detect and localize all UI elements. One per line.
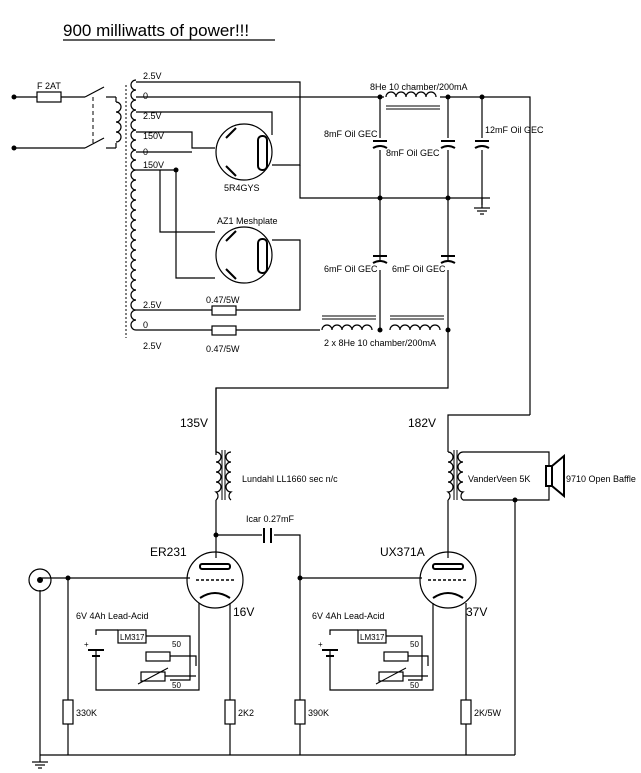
filter-cap — [440, 138, 456, 150]
rectifier-lower-label: AZ1 Meshplate — [217, 216, 278, 226]
stage2-wiring — [300, 414, 550, 755]
schematic-title: 900 milliwatts of power!!! — [63, 21, 249, 40]
regulator — [357, 629, 387, 644]
battery: + — [84, 640, 104, 657]
resistor — [294, 699, 306, 725]
choke-top — [384, 90, 440, 110]
cathode-voltage: 16V — [233, 605, 254, 619]
fuse-label: F 2AT — [37, 81, 61, 91]
tap-label: 0 — [143, 320, 148, 330]
cap-label: 12mF Oil GEC — [485, 125, 544, 135]
speaker-icon — [545, 453, 565, 499]
tube-label: ER231 — [150, 545, 187, 559]
interstage-transformer — [214, 450, 233, 501]
secondary-winding — [130, 79, 137, 331]
battery-label: 6V 4Ah Lead-Acid — [76, 611, 149, 621]
svg-text:+: + — [318, 640, 323, 649]
cathode-voltage: 37V — [466, 605, 487, 619]
b-plus-label: 135V — [180, 416, 208, 430]
ground-symbol — [32, 755, 48, 769]
rectifier-upper-label: 5R4GYS — [224, 183, 260, 193]
regulator — [117, 629, 147, 644]
triode-ux371a — [419, 551, 477, 609]
output-transformer — [446, 450, 465, 501]
coupling-cap — [263, 528, 272, 543]
battery: + — [318, 640, 338, 657]
tap-label: 150V — [143, 160, 164, 170]
resistor — [224, 699, 236, 725]
resistor — [62, 699, 74, 725]
resistor-label: 0.47/5W — [206, 344, 240, 354]
pot-label: 50 — [410, 681, 419, 690]
filter-cap — [372, 255, 388, 264]
tap-label: 2.5V — [143, 111, 162, 121]
tap-label: 2.5V — [143, 300, 162, 310]
svg-text:+: + — [84, 640, 89, 649]
cap-label: 8mF Oil GEC — [324, 129, 378, 139]
regulator-label: LM317 — [360, 633, 385, 642]
resistor — [211, 305, 237, 316]
pot-label: 50 — [172, 640, 181, 649]
tube-label: UX371A — [380, 545, 425, 559]
filter-wiring — [215, 97, 490, 455]
pot-label: 50 — [410, 640, 419, 649]
cap-label: 6mF Oil GEC — [324, 264, 378, 274]
potentiometer — [145, 651, 171, 662]
pot-label: 50 — [172, 681, 181, 690]
triode-er231 — [186, 551, 244, 609]
battery-label: 6V 4Ah Lead-Acid — [312, 611, 385, 621]
resistor — [211, 325, 237, 336]
coupling-cap-label: Icar 0.27mF — [246, 514, 295, 524]
potentiometer — [383, 651, 409, 662]
cap-label: 6mF Oil GEC — [392, 264, 446, 274]
resistor — [460, 699, 472, 725]
resistor-label: 2K/5W — [474, 708, 502, 718]
resistor-label: 0.47/5W — [206, 295, 240, 305]
rectifier-upper — [215, 123, 273, 181]
mains-input — [11, 86, 117, 151]
choke-top-label: 8He 10 chamber/200mA — [370, 82, 468, 92]
regulator-label: LM317 — [120, 633, 145, 642]
primary-winding — [115, 101, 122, 143]
tap-label: 0 — [143, 91, 148, 101]
rectifier-lower — [215, 226, 273, 284]
tap-label: 2.5V — [143, 341, 162, 351]
input-jack[interactable] — [28, 568, 52, 592]
stage1-wiring — [39, 388, 515, 756]
choke-bottom — [320, 315, 444, 337]
tap-label: 2.5V — [143, 71, 162, 81]
resistor-label: 330K — [76, 708, 97, 718]
output-tx-label: VanderVeen 5K — [468, 474, 530, 484]
mains-switch — [84, 86, 105, 98]
tap-label: 150V — [143, 131, 164, 141]
b-plus-label: 182V — [408, 416, 436, 430]
interstage-label: Lundahl LL1660 sec n/c — [242, 474, 338, 484]
speaker-label: 9710 Open Baffle — [566, 474, 636, 484]
resistor-label: 2K2 — [238, 708, 254, 718]
fuse — [36, 91, 62, 103]
filter-cap — [440, 255, 456, 264]
choke-bottom-label: 2 x 8He 10 chamber/200mA — [324, 338, 436, 348]
cap-label: 8mF Oil GEC — [386, 148, 440, 158]
resistor-label: 390K — [308, 708, 329, 718]
ground-symbol — [474, 198, 490, 215]
secondary-wiring — [136, 81, 531, 415]
filter-cap — [474, 138, 490, 150]
filter-cap — [372, 138, 388, 150]
